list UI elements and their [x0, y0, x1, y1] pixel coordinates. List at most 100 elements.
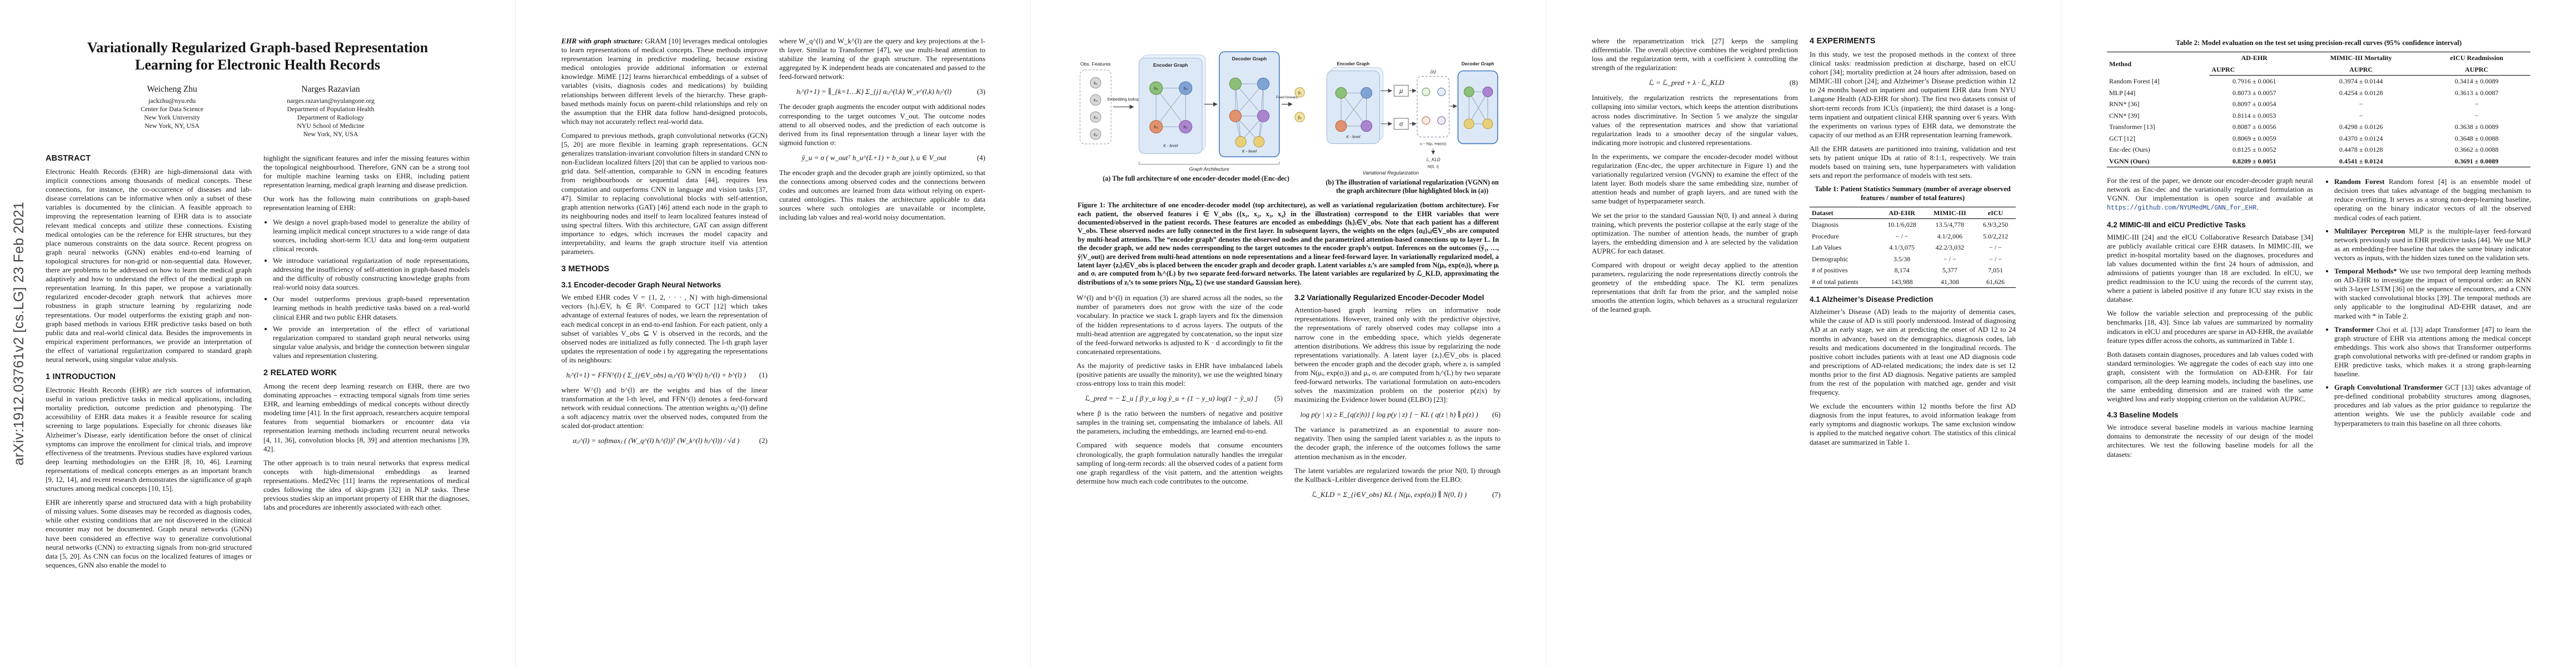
svg-text:h₁: h₁ — [1154, 86, 1158, 91]
contribution-item: We introduce variational regularization … — [273, 256, 470, 292]
paragraph-text: . — [2256, 203, 2259, 212]
table-cell: Enc-dec (Ours) — [2109, 146, 2150, 154]
baselines-intro-paragraph: We introduce several baseline models in … — [2107, 423, 2313, 459]
table-header-cell: AUPRC — [2209, 63, 2300, 76]
equation-6: log p(y | x) ≥ E_{q(z|h)} [ log p(y | z)… — [1294, 410, 1501, 419]
kld-label: ℒ_KLD — [1426, 157, 1441, 162]
equation-math: ℒ_pred = − Σ_u [ β y_u log ŷ_u + (1 − y_… — [1084, 394, 1258, 403]
baseline-description: We use two temporal deep learning method… — [2334, 267, 2532, 320]
graph-architecture-brace — [1138, 161, 1280, 165]
section-3-1-heading: 3.1 Encoder-decoder Graph Neural Network… — [561, 281, 721, 290]
related-work-paragraph-1: Among the recent deep learning research … — [263, 381, 470, 453]
methods-paragraph-6: W^(l) and b^(l) in equation (3) are shar… — [1077, 293, 1283, 356]
page-2: EHR with graph structure: GRAM [10] leve… — [515, 0, 1030, 667]
contribution-item: Our model outperforms previous graph-bas… — [273, 295, 470, 321]
contribution-item: We design a novel graph-based model to g… — [273, 218, 470, 253]
vgnn-paragraph-8: Compared with dropout or weight decay ap… — [1592, 260, 1798, 314]
mu-box — [1393, 84, 1409, 97]
equation-2: αᵢⱼ^(l) = softmaxⱼ ( (W_q^(l) hᵢ^(l))ᵀ (… — [561, 436, 768, 445]
vgnn-paragraph-4: where the reparametrization trick [27] k… — [1592, 37, 1798, 72]
paper-title: Variationally Regularized Graph-based Re… — [87, 39, 428, 73]
page-4: where the reparametrization trick [27] k… — [1546, 0, 2061, 667]
page-1: arXiv:1912.03761v2 [cs.LG] 23 Feb 2021 V… — [0, 0, 515, 667]
table-cell: Demographic — [1812, 255, 1848, 263]
github-repo-link[interactable]: https://github.com/NYUMedML/GNN_for_EHR — [2107, 205, 2257, 212]
baseline-name: Temporal Methods* — [2334, 267, 2397, 276]
decoder-graph-label: Decoder Graph — [1232, 56, 1267, 61]
section-3-heading: 3 METHODS — [561, 265, 610, 274]
table-cell: − — [2474, 100, 2479, 108]
table-cell: Transformer [13] — [2109, 123, 2155, 131]
k-level-label: K - level — [1242, 148, 1257, 153]
arxiv-stamp: arXiv:1912.03761v2 [cs.LG] 23 Feb 2021 — [11, 201, 27, 466]
abstract-heading: ABSTRACT — [46, 154, 91, 163]
svg-text:x₁: x₁ — [1094, 81, 1098, 86]
table-cell: − — [2359, 100, 2363, 108]
table-row: CNN* [39]0.8114 ± 0.0053−− — [2107, 110, 2530, 122]
equation-math: αᵢⱼ^(l) = softmaxⱼ ( (W_q^(l) hᵢ^(l))ᵀ (… — [572, 436, 740, 445]
intro-paragraph-2: EHR are inherently sparse and structured… — [46, 498, 252, 569]
abstract-text: Electronic Health Records (EHR) are high… — [46, 167, 252, 364]
table-header-cell: eICU Readmission — [2450, 54, 2503, 62]
table-cell: 0.3613 ± 0.0087 — [2454, 88, 2499, 97]
table-cell: Lab Values — [1812, 243, 1842, 252]
latent-z-label: {zᵢ} — [1431, 69, 1437, 74]
table-header-cell: Method — [2109, 59, 2131, 68]
encoder-graph-box — [1326, 71, 1380, 144]
section-2-heading: 2 RELATED WORK — [263, 368, 337, 377]
author-1: Weicheng Zhu jackzhu@nyu.edu Center for … — [141, 84, 203, 138]
sigma-box — [1393, 118, 1409, 130]
encoder-graph-nodes: h₁ h₂ h₃ h₄ — [1149, 81, 1193, 134]
vgnn-paragraph-1: Attention-based graph learning relies on… — [1294, 306, 1501, 404]
page-3: Obs. Features x₁ x₂ x₃ x₄ Embeddi — [1030, 0, 1546, 667]
author-location: New York, NY, USA — [303, 130, 358, 138]
equation-3: hᵢ^(l+1) = ∥_{k=1…K} Σ_{j} αᵢⱼ^(l,k) W_v… — [779, 87, 985, 96]
baseline-item: Transformer Choi et al. [13] adapt Trans… — [2334, 325, 2531, 379]
table-cell: − / − — [1989, 255, 2002, 263]
obs-features-label: Obs. Features — [1080, 61, 1112, 67]
encoder-graph-box — [1138, 58, 1203, 154]
table-cell: 0.4478 ± 0.0128 — [2339, 146, 2383, 154]
methods-paragraph-3: where W_q^(l) and W_k^(l) are the query … — [779, 37, 985, 81]
author-affiliation: Department of Population Health — [287, 105, 375, 113]
author-email: narges.razavian@nyulangone.org — [287, 97, 375, 104]
table-cell: 13.5/4,778 — [1935, 221, 1964, 229]
table-header-cell: Dataset — [1810, 207, 1880, 220]
table-cell: Diagnosis — [1812, 221, 1838, 229]
equation-math: ℒ = ℒ_pred + λ · ℒ_KLD — [1648, 78, 1725, 87]
table-cell: 143,988 — [1891, 277, 1913, 286]
svg-text:x₄: x₄ — [1093, 132, 1098, 137]
page5-right-column: Random Forest Random forest [4] is an en… — [2325, 176, 2531, 464]
baseline-description: GCT [13] takes advantage of pre-defined … — [2334, 383, 2531, 427]
baseline-name: Multilayer Perceptron — [2334, 226, 2405, 235]
encoder-graph-nodes — [1335, 87, 1373, 132]
table2-block: Table 2: Model evaluation on the test se… — [2107, 39, 2530, 168]
table-cell: 0.4254 ± 0.0128 — [2339, 88, 2383, 97]
equation-math: ŷ_u = σ ( w_outᵀ h_u^(L+1) + b_out ), u … — [801, 153, 946, 162]
table-cell: − — [2359, 111, 2363, 120]
vgnn-paragraph-7: We set the prior to the standard Gaussia… — [1592, 211, 1798, 255]
table-cell: 5,377 — [1942, 266, 1957, 275]
paragraph-text: For the rest of the paper, we denote our… — [2107, 176, 2313, 203]
table-header-cell: AD-EHR — [1879, 207, 1925, 220]
equation-number: (5) — [1274, 394, 1283, 403]
vgnn-paragraph-3: The latent variables are regularized tow… — [1294, 466, 1501, 484]
figure1-subcaption-a: (a) The full architecture of one encoder… — [1103, 175, 1289, 182]
decoder-graph-box — [1219, 51, 1280, 157]
table-cell: Random Forest [4] — [2109, 77, 2160, 85]
table-cell: 41,308 — [1940, 277, 1959, 286]
equation-7: ℒ_KLD = Σ_{i∈V_obs} KL ( N(μᵢ, exp(σᵢ)) … — [1294, 490, 1501, 499]
svg-text:x₃: x₃ — [1093, 115, 1097, 120]
page1-left-column: ABSTRACT Electronic Health Records (EHR)… — [46, 154, 252, 575]
equation-number: (1) — [759, 371, 768, 379]
equation-number: (7) — [1492, 490, 1501, 499]
table-cell: 42.2/3,032 — [1935, 243, 1964, 252]
table-cell: − / − — [1943, 255, 1956, 263]
